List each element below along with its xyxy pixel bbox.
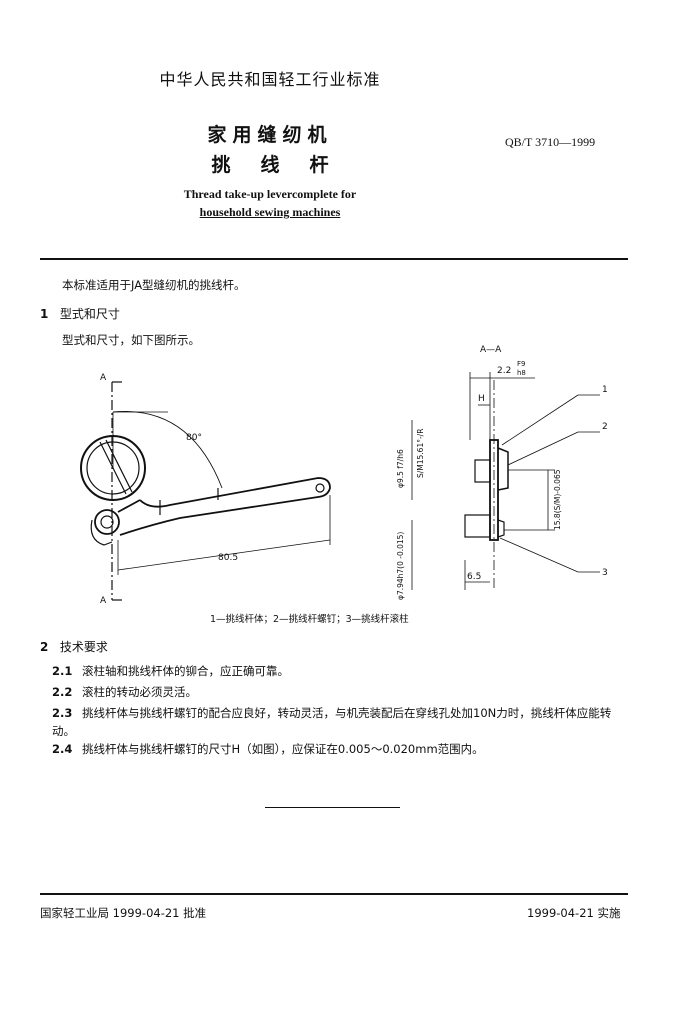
title-chinese-line2: 挑线杆 [211,154,359,176]
dim-right-label: 15.8(S/M)-0.065 [553,469,562,530]
section-1-title: 型式和尺寸 [59,307,120,321]
requirement-number: 2.2 [52,685,73,699]
requirement-text: 滚柱的转动必须灵活。 [82,685,197,699]
callout-number-3: 3 [602,568,608,578]
header-rule [40,258,628,260]
requirement-text: 滚柱轴和挑线杆体的铆合，应正确可靠。 [82,664,289,678]
section-screw-head [497,447,509,491]
dim-left-lower-label: φ7.94h7(0 -0.015) [396,532,405,600]
roller-inner-circle [100,515,114,529]
lever-arm [119,477,331,536]
arm-joint [117,499,141,513]
requirement-item: 2.1 滚柱轴和挑线杆体的铆合，应正确可靠。 [52,663,289,679]
approval-date: 国家轻工业局 1999-04-21 批准 [40,906,207,920]
section-1-heading: 1 型式和尺寸 [40,305,120,322]
dim-left-upper-label-2: S/M15.61°-/R [416,429,425,478]
title-english-line1: Thread take-up levercomplete for [183,187,357,201]
callout-leader-3 [499,537,579,573]
section-roller [464,514,491,538]
requirement-number: 2.3 [52,706,73,720]
dim-top-label: 2.2 [497,366,511,376]
angle-label: 80° [186,433,202,443]
callout-leader-2 [507,431,579,466]
section-2-number: 2 [40,640,49,654]
section-1-text: 型式和尺寸，如下图所示。 [62,333,200,347]
dim-bottom-label: 6.5 [467,572,481,582]
section-label-bottom: A [100,596,107,606]
dim-top-fit-upper: F9 [517,360,525,368]
requirement-item: 2.4 挑线杆体与挑线杆螺钉的尺寸H（如图），应保证在0.005～0.020mm范… [52,741,484,757]
roller-circle [94,509,120,535]
section-2-heading: 2 技术要求 [40,638,108,655]
section-roller-cap [497,519,505,538]
standard-code: QB/T 3710—1999 [505,135,596,149]
requirement-number: 2.1 [52,664,73,678]
dim-left-upper-label: φ9.5 f7/h6 [396,449,405,488]
angle-arc [112,411,223,489]
requirement-text: 挑线杆体与挑线杆螺钉的配合应良好，转动灵活，与机壳装配后在穿线孔处加10N力时，… [52,706,612,738]
section-2-title: 技术要求 [59,640,108,654]
standard-category: 中华人民共和国轻工行业标准 [159,70,381,89]
callout-number-1: 1 [602,385,608,395]
length-label: 80.5 [218,553,238,563]
section-label-top: A [100,373,107,383]
requirement-number: 2.4 [52,742,73,756]
requirement-text: 挑线杆体与挑线杆螺钉的尺寸H（如图），应保证在0.005～0.020mm范围内。 [82,742,484,756]
title-english-line2: household sewing machines [199,205,341,219]
callout-number-2: 2 [602,422,608,432]
figure-caption: 1—挑线杆体；2—挑线杆螺钉；3—挑线杆滚柱 [210,614,409,625]
footer-rule [40,893,628,895]
end-rule [265,807,400,808]
title-chinese-line1: 家用缝纫机 [207,124,333,146]
callout-leader-1 [501,394,579,446]
dim-top-fit-lower: h8 [517,369,526,377]
scope-paragraph: 本标准适用于JA型缝纫机的挑线杆。 [62,278,246,292]
section-screw-shank [474,459,491,483]
roller-boss [90,519,113,546]
dim-gap-label: H [478,394,485,404]
thread-hole [315,483,325,493]
requirement-item: 2.2 滚柱的转动必须灵活。 [52,684,197,700]
section-1-number: 1 [40,307,49,321]
implementation-date: 1999-04-21 实施 [527,906,621,920]
screw-slot-line-2 [105,439,133,493]
section-view-label: A—A [480,345,502,355]
length-dimension-line [117,539,331,571]
